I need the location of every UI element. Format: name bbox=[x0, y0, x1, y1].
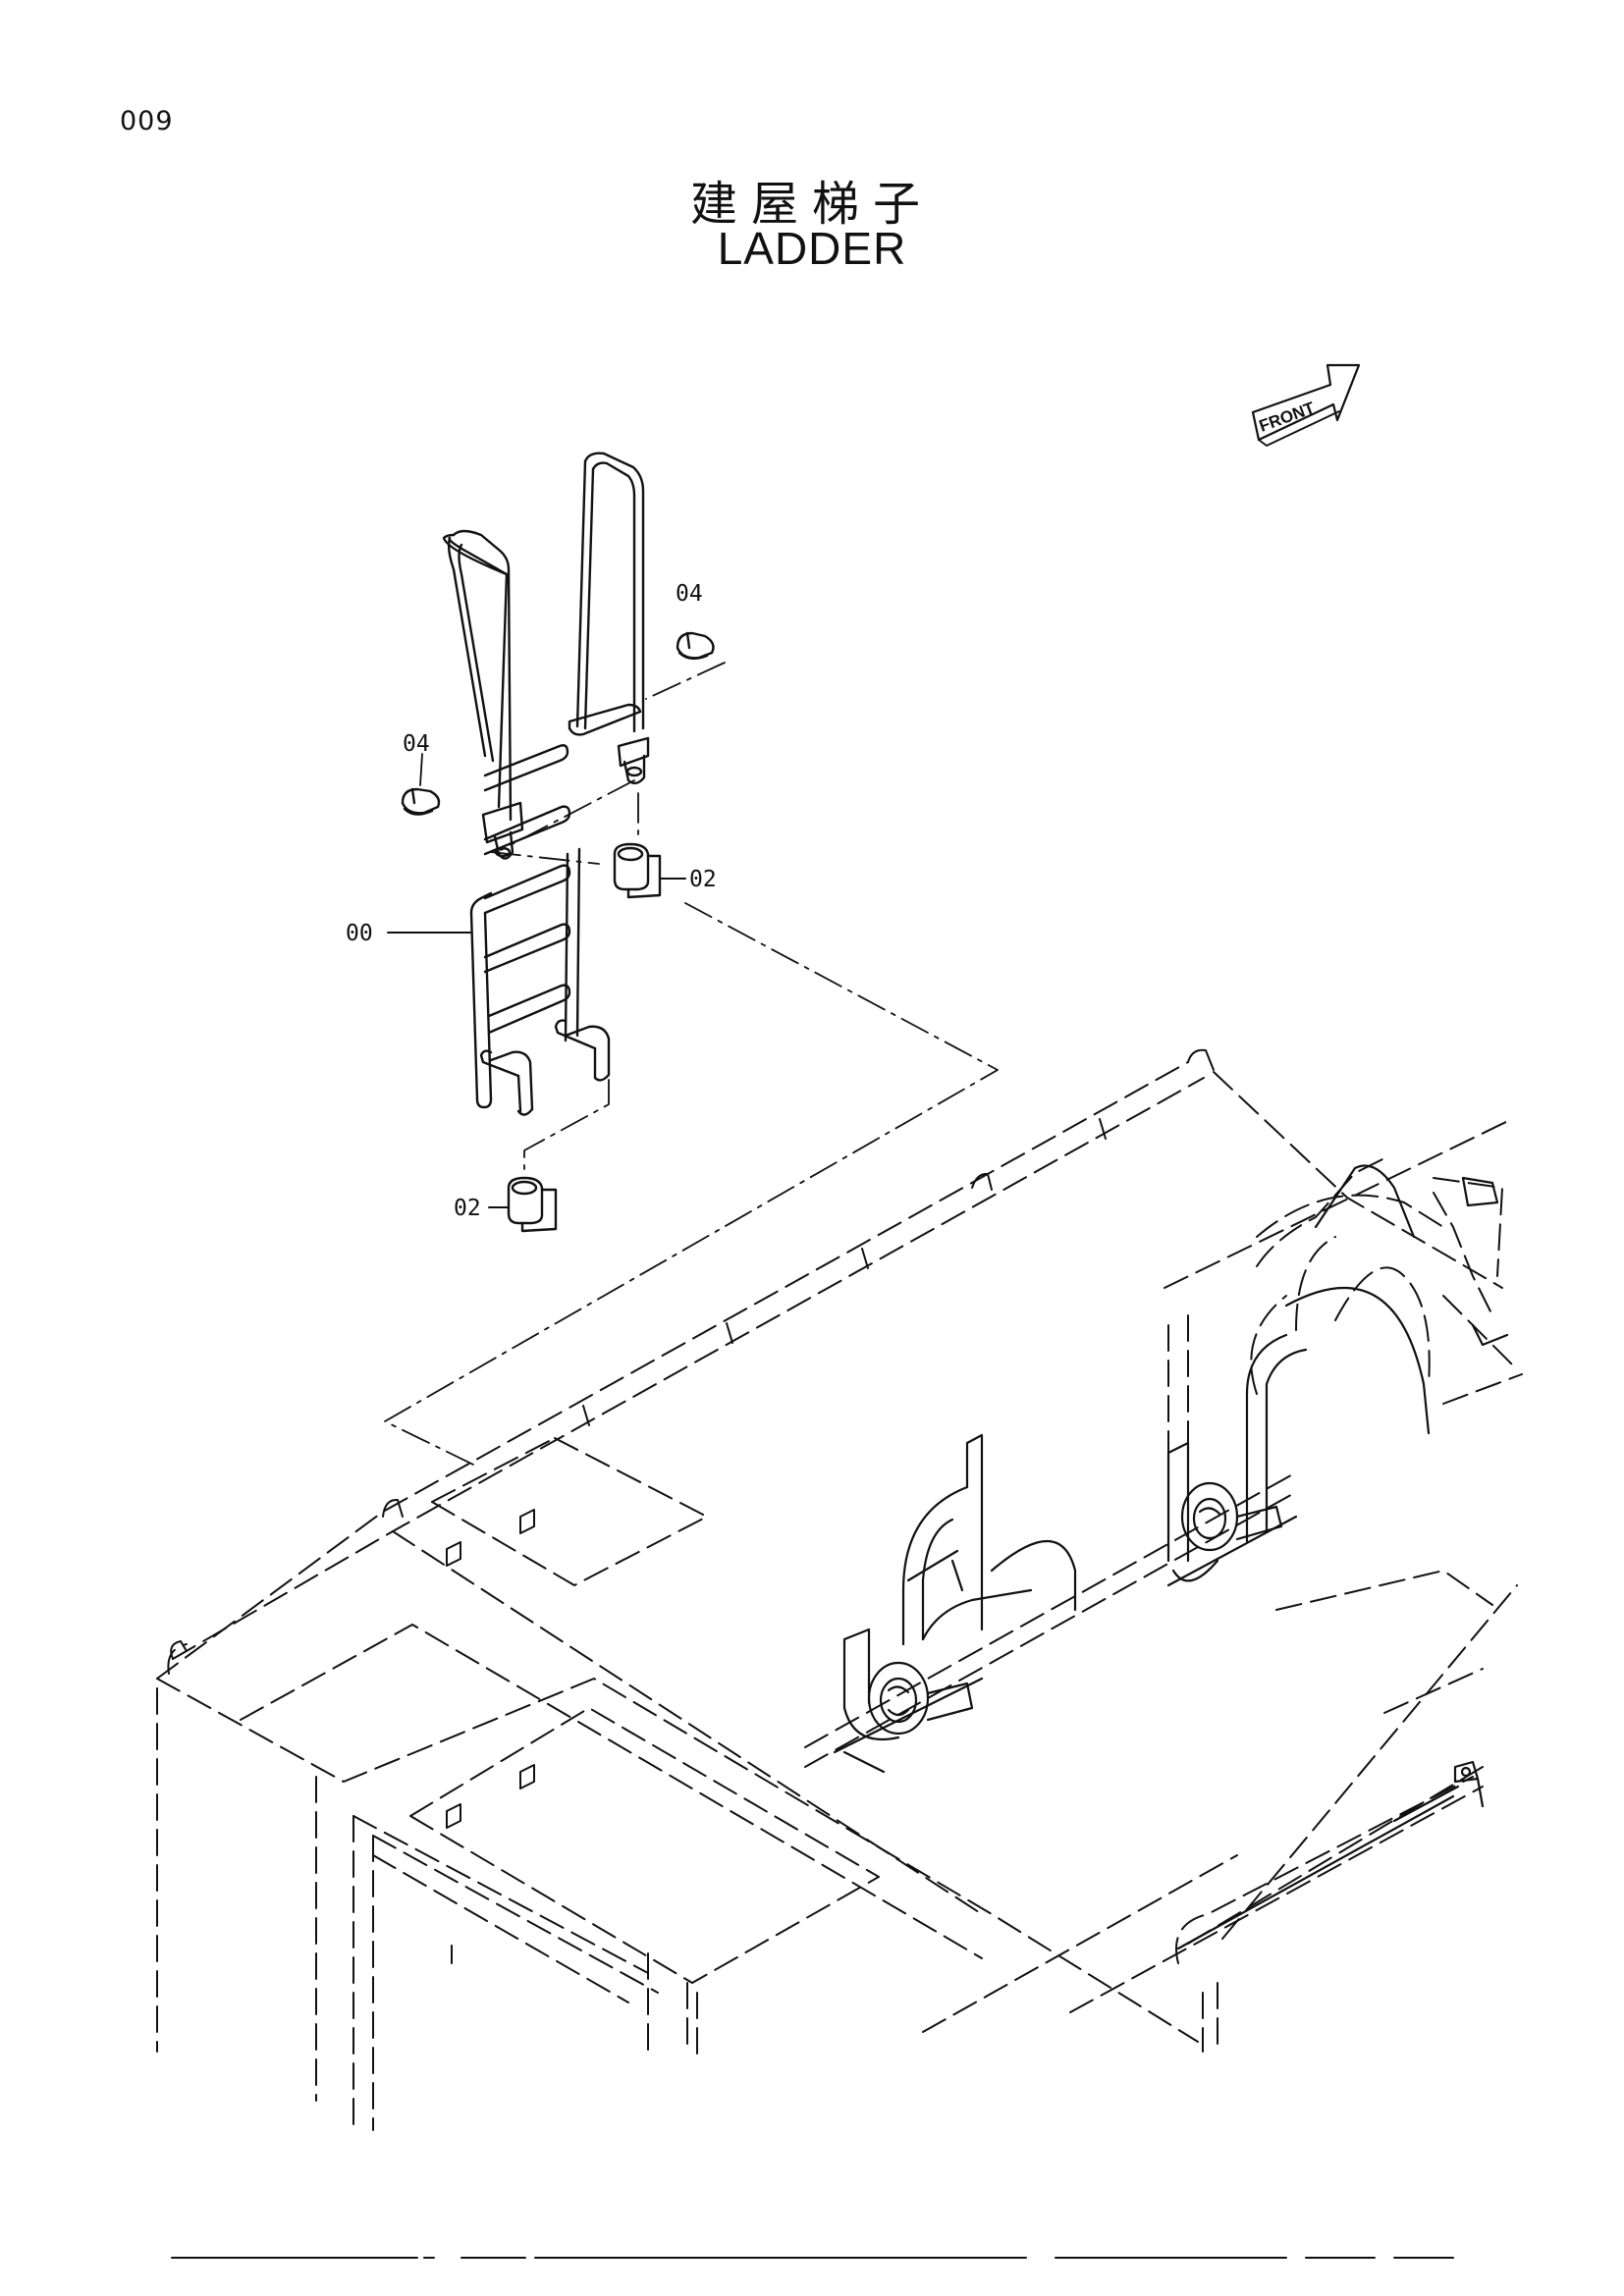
ladder-rungs bbox=[483, 744, 571, 1035]
pin-lower: 04 bbox=[401, 731, 441, 816]
cab-solid-parts bbox=[833, 1286, 1485, 1950]
page-number: 009 bbox=[120, 106, 174, 136]
callout-00: 00 bbox=[346, 921, 373, 946]
cab-body-outline bbox=[156, 1061, 1523, 2131]
front-label: FRONT bbox=[1257, 399, 1318, 436]
pin-upper: 04 bbox=[676, 581, 715, 661]
ladder-assembly: 00 bbox=[346, 452, 650, 1116]
roof-rail-clips bbox=[170, 1048, 1215, 1964]
front-arrow-icon: FRONT bbox=[1251, 363, 1361, 447]
callout-04-lower: 04 bbox=[403, 731, 430, 757]
bushing-lower: 02 bbox=[454, 1176, 558, 1233]
bushing-upper: 02 bbox=[613, 842, 717, 899]
callout-02-lower: 02 bbox=[454, 1196, 481, 1221]
title-english: LADDER bbox=[717, 223, 907, 274]
callout-02-upper: 02 bbox=[689, 867, 717, 892]
alignment-lines bbox=[384, 662, 999, 1466]
upper-right-housing bbox=[1314, 1164, 1509, 1347]
mounting-holes bbox=[446, 1509, 535, 1829]
callout-04-upper: 04 bbox=[676, 581, 703, 607]
title-chinese: 建屋梯子 bbox=[689, 177, 934, 232]
